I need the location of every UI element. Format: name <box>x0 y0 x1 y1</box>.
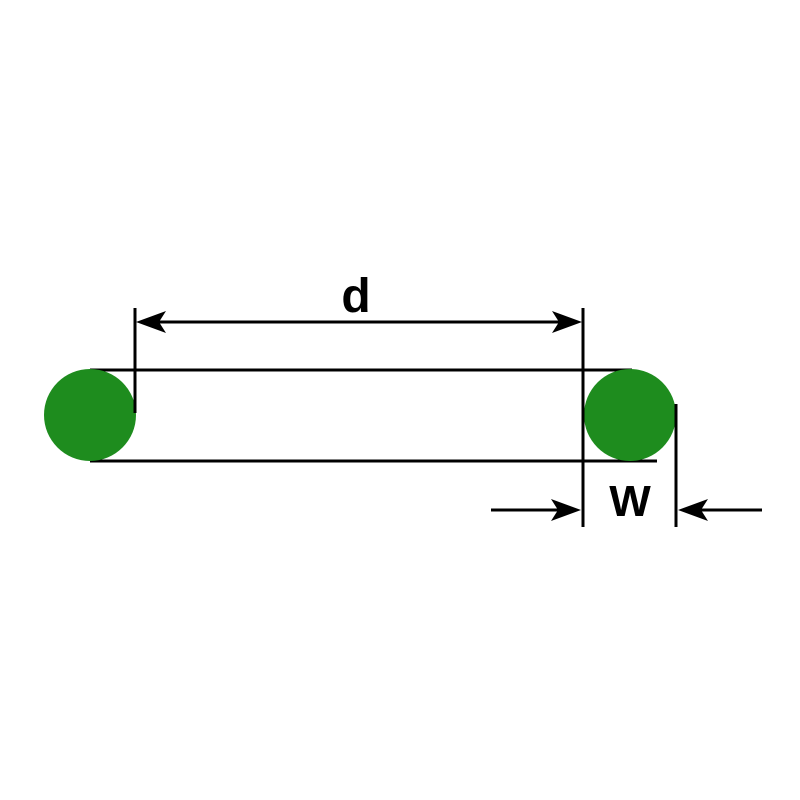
dimension-w-label: W <box>609 477 651 526</box>
dimension-w-arrowhead-right-icon <box>678 499 708 521</box>
o-ring-left-cross-section <box>44 369 136 461</box>
dimension-w-arrows <box>491 499 762 521</box>
dimension-w-arrowhead-left-icon <box>551 499 581 521</box>
dimension-d-arrowhead-right-icon <box>552 311 582 333</box>
dimension-d-label: d <box>341 270 370 323</box>
o-ring-right-cross-section <box>584 369 676 461</box>
dimension-d-arrowhead-left-icon <box>136 311 166 333</box>
dimension-d-arrow <box>136 311 582 333</box>
